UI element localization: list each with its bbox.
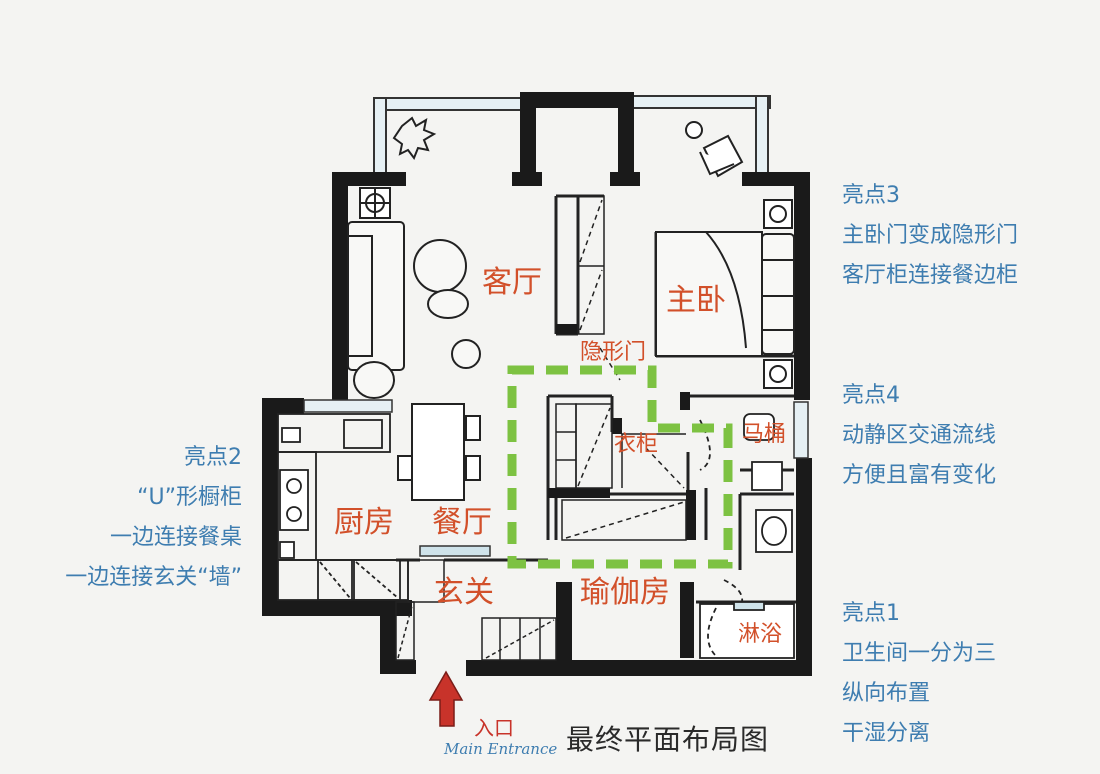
interior-wall-blocks: [548, 324, 696, 540]
highlight-3-title: 亮点3: [842, 183, 900, 208]
sofa: [347, 221, 405, 393]
highlight-3-line-2: 客厅柜连接餐边柜: [842, 263, 1019, 288]
highlight-3-note: 亮点3 主卧门变成隐形门 客厅柜连接餐边柜: [842, 176, 1018, 296]
entrance-label-en: Main Entrance: [444, 740, 558, 758]
living-room-label: 客厅: [482, 265, 542, 300]
balcony-window-left: [373, 97, 527, 179]
wardrobe: [555, 347, 687, 541]
toilet-label: 马桶: [742, 422, 787, 447]
wardrobe-label: 衣柜: [614, 432, 659, 457]
dining-divider: [419, 545, 491, 557]
foyer-cabinet: [395, 559, 557, 661]
dining-table: [397, 403, 481, 501]
highlight-2-title: 亮点2: [184, 445, 242, 470]
highlight-dashed-frame: [507, 365, 733, 569]
plan-caption: 最终平面布局图: [566, 723, 770, 756]
highlight-1-line-3: 干湿分离: [842, 721, 931, 746]
bedroom-lamps: [763, 199, 793, 389]
highlight-2-note: 亮点2 “U”形橱柜 一边连接餐桌 一边连接玄关“墙”: [20, 438, 242, 598]
highlight-2-line-3: 一边连接玄关“墙”: [65, 565, 242, 590]
highlight-4-title: 亮点4: [842, 383, 900, 408]
dining-label: 餐厅: [432, 505, 492, 540]
kitchen-label: 厨房: [334, 505, 394, 540]
yoga-room-label: 瑜伽房: [580, 575, 670, 610]
kitchen-cabinets: [277, 413, 409, 601]
tv-cabinet: [577, 195, 605, 335]
bed: [655, 231, 795, 357]
highlight-4-line-2: 方便且富有变化: [842, 463, 997, 488]
highlight-3-line-1: 主卧门变成隐形门: [842, 223, 1019, 248]
highlight-1-line-2: 纵向布置: [842, 681, 931, 706]
plant: [392, 116, 437, 161]
armchair: [685, 121, 744, 178]
highlight-4-line-1: 动静区交通流线: [842, 423, 997, 448]
entrance-label-cn: 入口: [474, 716, 514, 740]
balcony-window-right: [623, 95, 771, 181]
entrance-arrow: [428, 670, 464, 727]
master-bedroom-label: 主卧: [666, 283, 726, 318]
highlight-1-note: 亮点1 卫生间一分为三 纵向布置 干湿分离: [842, 594, 996, 754]
living-tables: [353, 239, 481, 399]
hidden-door-label: 隐形门: [580, 340, 647, 365]
outer-walls: [262, 92, 812, 676]
foyer-label: 玄关: [434, 575, 494, 610]
highlight-2-line-1: “U”形橱柜: [137, 485, 242, 510]
highlight-1-title: 亮点1: [842, 601, 900, 626]
stove: [279, 427, 309, 559]
side-windows: [303, 399, 809, 459]
highlight-4-note: 亮点4 动静区交通流线 方便且富有变化: [842, 376, 996, 496]
highlight-1-line-1: 卫生间一分为三: [842, 641, 997, 666]
living-lamp: [359, 187, 391, 219]
bathroom-fixtures: [699, 413, 795, 659]
shower-label: 淋浴: [738, 622, 783, 647]
highlight-2-line-2: 一边连接餐桌: [109, 525, 242, 550]
